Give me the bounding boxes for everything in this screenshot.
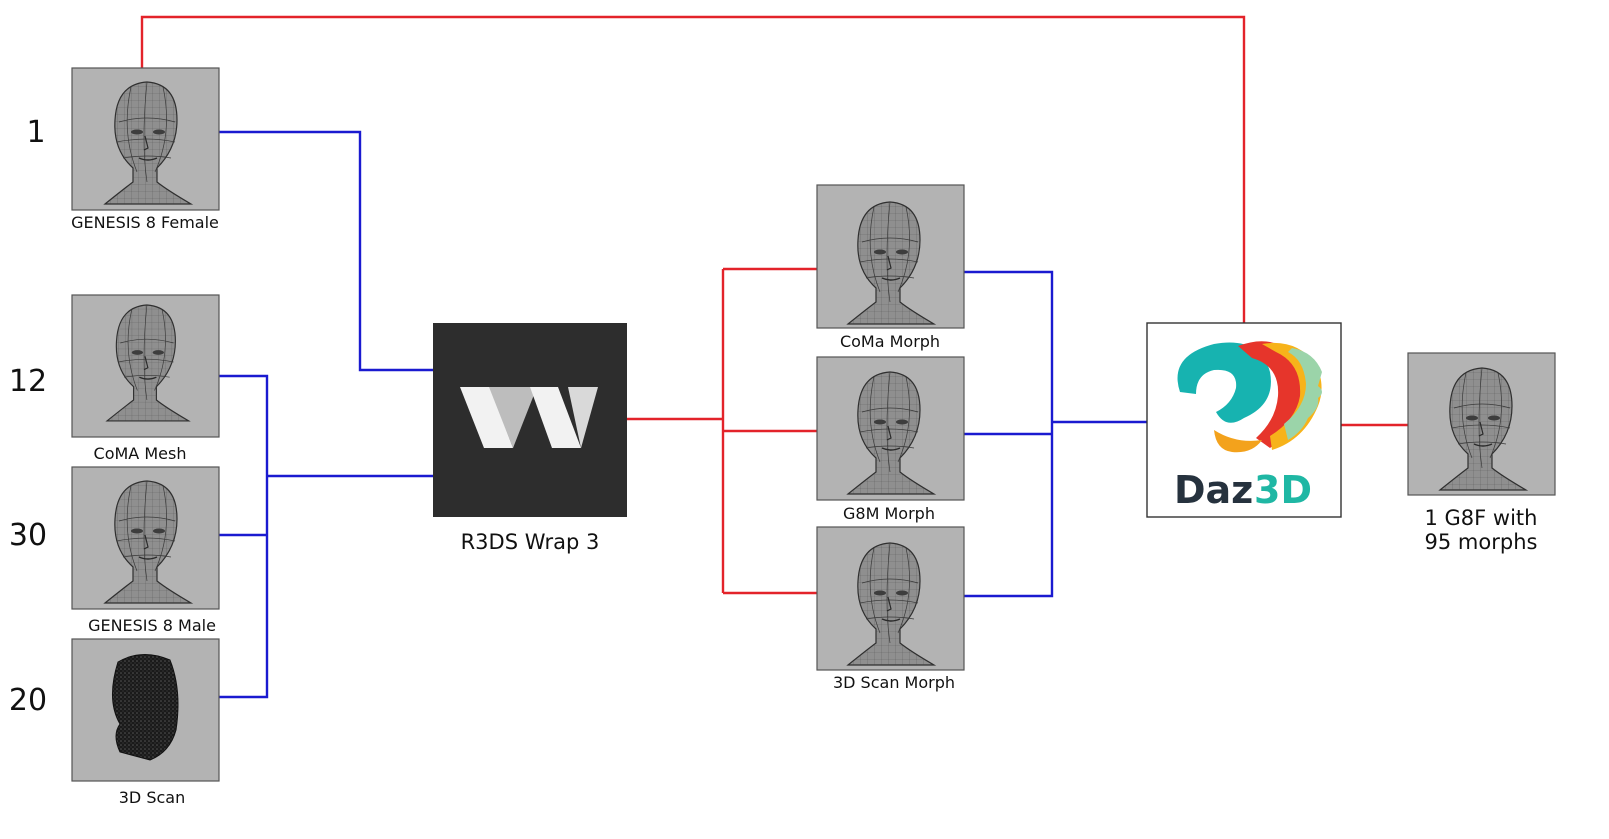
- label-coma-morph: CoMa Morph: [840, 332, 940, 351]
- connector-morphs-to-daz: [963, 270, 1147, 598]
- label-output-line2: 95 morphs: [1425, 530, 1538, 554]
- label-3d-scan-morph: 3D Scan Morph: [833, 673, 955, 692]
- connector-wrap-to-morphs: [627, 267, 817, 595]
- thumb-3d-scan: [71, 638, 220, 782]
- label-g8m-morph: G8M Morph: [843, 504, 935, 523]
- label-r3ds-wrap: R3DS Wrap 3: [461, 530, 600, 554]
- connector-female-to-daz: [140, 15, 1246, 323]
- thumb-coma-morph: [816, 184, 965, 329]
- thumb-coma-mesh: [71, 294, 220, 438]
- count-female: 1: [26, 115, 45, 150]
- connector-female-to-wrap: [219, 130, 433, 372]
- label-output-line1: 1 G8F with: [1425, 506, 1538, 530]
- r3ds-wrap-logo-icon: [433, 323, 627, 517]
- scan-head-icon: [111, 654, 179, 761]
- daz-name-part2: 3D: [1254, 468, 1312, 512]
- daz-name-part1: Daz: [1174, 468, 1253, 512]
- daz3d-logo-icon: Daz 3D: [1146, 322, 1342, 518]
- count-coma: 12: [9, 364, 47, 399]
- label-3d-scan: 3D Scan: [119, 788, 185, 807]
- thumb-g8m-morph: [816, 356, 965, 501]
- connector-inputs-bus: [219, 374, 433, 699]
- count-scan: 20: [9, 683, 47, 718]
- label-coma-mesh: CoMA Mesh: [94, 444, 187, 463]
- thumb-3d-scan-morph: [816, 526, 965, 671]
- count-male: 30: [9, 518, 47, 553]
- thumb-genesis-male: [71, 466, 220, 610]
- label-genesis-male: GENESIS 8 Male: [88, 616, 216, 635]
- thumb-g8f-output: [1407, 352, 1556, 496]
- thumb-genesis-female: [71, 67, 220, 211]
- label-genesis-female: GENESIS 8 Female: [71, 213, 219, 232]
